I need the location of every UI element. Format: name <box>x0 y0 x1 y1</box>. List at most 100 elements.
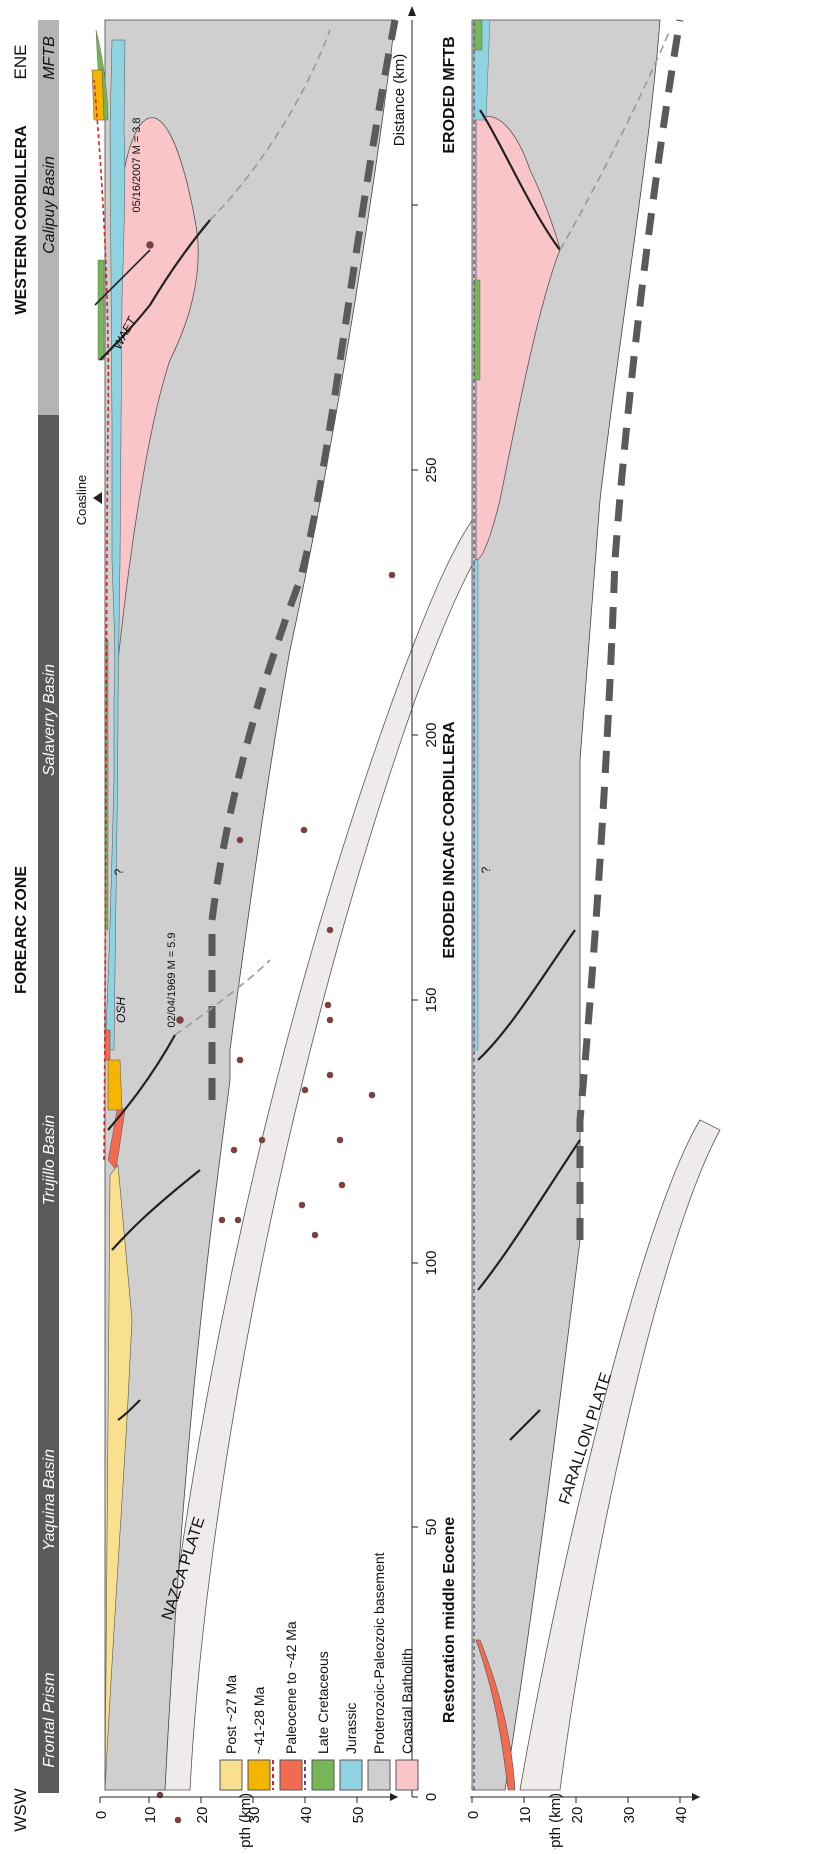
legend-label: Jurassic <box>343 1703 359 1754</box>
legend-swatch-post27 <box>219 1759 243 1791</box>
tick-marks <box>99 1797 358 1803</box>
quake <box>258 1136 266 1144</box>
western-cordillera-label: WESTERN CORDILLERA <box>13 125 30 315</box>
legend-swatch-batholith <box>395 1759 419 1791</box>
quake <box>300 826 308 834</box>
paleocene-strata-bottom <box>475 1639 516 1791</box>
depth-tick: 0 <box>465 1811 482 1819</box>
distance-tick: 0 <box>423 1793 440 1801</box>
bottom-geology <box>471 19 721 1791</box>
quake <box>326 1071 334 1079</box>
depth-tick: 40 <box>298 1807 315 1824</box>
quake-label-1969: 02/04/1969 M = 5.9 <box>166 932 178 1027</box>
tick-marks <box>471 1797 681 1803</box>
quake <box>234 1216 242 1224</box>
earthquakes <box>146 241 396 1824</box>
quake <box>176 1016 184 1024</box>
fault-b-deep <box>559 29 671 251</box>
bottom-depth-axis-label: Depth (km) <box>547 1793 564 1849</box>
distance-tick: 100 <box>423 1250 440 1275</box>
depth-tick: 40 <box>673 1807 690 1824</box>
quake <box>236 1056 244 1064</box>
axis-arrow <box>390 1793 398 1801</box>
fault-3 <box>117 1399 141 1421</box>
legend-swatch-jurassic <box>339 1759 363 1791</box>
quake <box>368 1091 376 1099</box>
quake <box>336 1136 344 1144</box>
quake <box>324 1001 332 1009</box>
calipuy-basin-label: Calipuy Basin <box>41 156 58 254</box>
quake <box>338 1181 346 1189</box>
yaquina-basin-label: Yaquina Basin <box>41 1449 58 1551</box>
top-depth-axis <box>99 1793 398 1803</box>
depth-tick: 10 <box>517 1807 534 1824</box>
depth-tick: 0 <box>93 1811 110 1819</box>
cordillera-bar <box>38 20 59 415</box>
eroded-mftb-label: ERODED MFTB <box>441 36 458 153</box>
distance-axis-label: Distance (km) <box>391 54 408 147</box>
quake <box>326 926 334 934</box>
jurassic-cover <box>104 39 126 1051</box>
quake <box>146 241 154 249</box>
depth-tick: 50 <box>350 1807 367 1824</box>
salaverry-basin-label: Salaverry Basin <box>41 664 58 776</box>
legend-label: ~41-28 Ma <box>251 1686 267 1754</box>
top-geology <box>91 19 501 1824</box>
legend-label: Post ~27 Ma <box>223 1675 239 1754</box>
depth-tick: 20 <box>194 1807 211 1824</box>
distance-axis <box>408 6 418 1798</box>
depth-tick: 20 <box>569 1807 586 1824</box>
fault-2 <box>107 1034 176 1131</box>
quake <box>174 1816 182 1824</box>
distance-tick: 200 <box>423 722 440 747</box>
farallon-plate-shape <box>519 1119 721 1791</box>
question-mark: ? <box>112 868 126 875</box>
depth-tick: 30 <box>246 1807 263 1824</box>
legend-label: Coastal Batholith <box>399 1648 415 1754</box>
coastline-label: Coasline <box>74 475 89 526</box>
quake <box>236 836 244 844</box>
depth-tick: 30 <box>621 1807 638 1824</box>
fault-b3 <box>509 1409 541 1441</box>
basement-shape-bottom <box>471 19 661 1791</box>
quake <box>298 1201 306 1209</box>
fault-waet <box>99 219 211 361</box>
question-mark-bottom: ? <box>479 866 493 873</box>
quake <box>301 1086 309 1094</box>
forearc-zone-label: FOREARC ZONE <box>13 866 30 994</box>
quake <box>218 1216 226 1224</box>
top-depth-axis-label: Depth (km) <box>237 1793 254 1849</box>
bottom-depth-axis <box>470 1793 700 1803</box>
oligocene-strata <box>91 69 123 1111</box>
legend-label: Proterozoic-Paleozoic basement <box>371 1552 387 1754</box>
legend-label: Paleocene to ~42 Ma <box>283 1621 299 1754</box>
distance-tick: 50 <box>423 1519 440 1536</box>
fault-osh <box>174 959 271 1036</box>
fault-b1 <box>477 1139 581 1291</box>
quake <box>230 1146 238 1154</box>
quake <box>388 571 396 579</box>
osh-label: OSH <box>114 997 128 1023</box>
moho-top <box>208 19 399 1100</box>
axis-arrow <box>408 6 416 16</box>
distance-tick: 250 <box>423 457 440 482</box>
ene-label: ENE <box>11 45 30 80</box>
quake-label-2007: 05/16/2007 M = 3.8 <box>131 117 143 212</box>
labels: WSW ENE FOREARC ZONE WESTERN CORDILLERA … <box>11 36 690 1854</box>
neogene-strata <box>104 1164 133 1791</box>
header-bar <box>38 20 59 1793</box>
axis-arrow <box>692 1793 700 1801</box>
depth-tick: 10 <box>142 1807 159 1824</box>
wsw-label: WSW <box>11 1788 30 1831</box>
fault-b4 <box>479 109 561 251</box>
coastal-batholith-bottom <box>475 116 561 561</box>
legend-label: Late Cretaceous <box>315 1651 331 1754</box>
unconformity-41ma <box>93 79 110 1161</box>
trujillo-basin-label: Trujillo Basin <box>41 1115 58 1206</box>
quake <box>311 1231 319 1239</box>
tick-marks <box>412 204 418 1798</box>
coastline-arrow <box>93 492 102 504</box>
legend-swatch-late-cretaceous <box>311 1759 335 1791</box>
